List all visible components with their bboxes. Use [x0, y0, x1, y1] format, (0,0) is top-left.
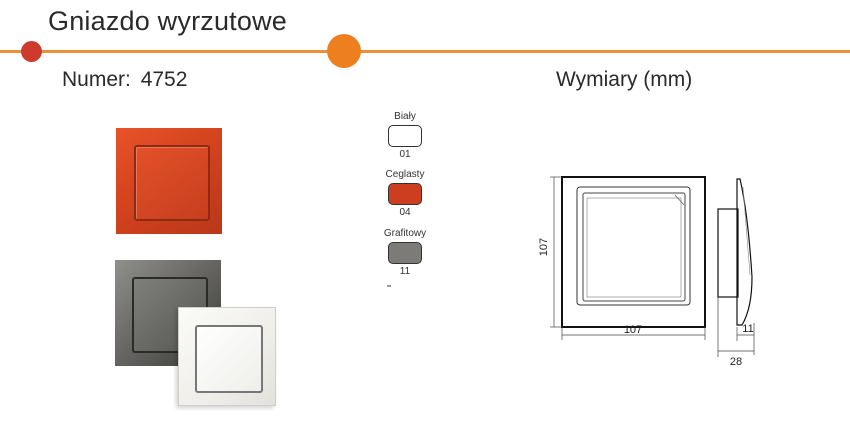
dimension-drawing: 107 107 11 28: [538, 176, 755, 368]
height-dim-label: 107: [538, 238, 550, 256]
depth-dim-label: 11: [742, 323, 753, 335]
product-red-image: [116, 128, 222, 234]
color-code: 04: [399, 207, 411, 218]
side-view-body: [717, 208, 739, 298]
product-white-key: [195, 325, 263, 393]
front-view-inner-frame: [576, 186, 691, 306]
color-swatch: [388, 183, 422, 205]
color-code: 01: [399, 149, 411, 160]
color-code: 11: [399, 266, 411, 277]
dimensions-heading: Wymiary (mm): [556, 68, 693, 91]
divider-mark: [387, 285, 391, 287]
color-option-graphite[interactable]: Grafitowy 11: [370, 228, 440, 278]
product-number-value: 4752: [140, 68, 188, 91]
front-view-key-inner: [586, 197, 682, 298]
product-number-label: Numer:: [62, 68, 131, 91]
product-red-key: [134, 145, 210, 221]
color-name: Grafitowy: [383, 228, 427, 239]
color-option-white[interactable]: Biały 01: [370, 111, 440, 161]
header-accent-line: [0, 50, 850, 53]
front-view-key-outline: [582, 192, 686, 302]
color-name: Biały: [394, 111, 416, 122]
color-name: Ceglasty: [385, 169, 425, 180]
page-title: Gniazdo wyrzutowe: [48, 6, 288, 36]
color-option-brick[interactable]: Ceglasty 04: [370, 169, 440, 219]
color-swatch: [388, 125, 422, 147]
side-view-cover: [736, 178, 753, 326]
width-dim-label: 107: [624, 324, 642, 336]
header-dot-left: [21, 41, 42, 62]
total-depth-dim-label: 28: [730, 356, 742, 368]
color-swatch: [388, 242, 422, 264]
header-dot-right: [327, 34, 361, 68]
front-view-edge-mark: [674, 194, 685, 206]
side-view-shading: [742, 186, 751, 276]
product-number: Numer: 4752: [62, 68, 187, 92]
front-view-frame: [561, 176, 706, 328]
product-white-image: [178, 307, 276, 406]
